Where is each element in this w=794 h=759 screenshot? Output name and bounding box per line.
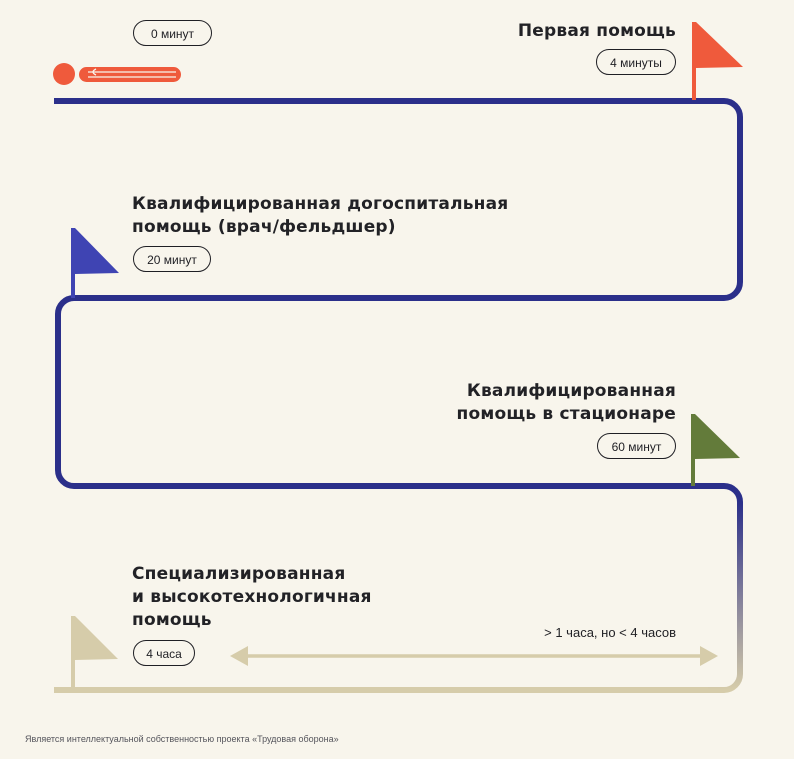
flag-icon-hospital — [691, 414, 740, 486]
route-path-segment-2 — [54, 502, 743, 693]
range-label: > 1 часа, но < 4 часов — [544, 625, 676, 640]
flag-icon-first-aid — [692, 22, 743, 100]
stage-time-hospital: 60 минут — [597, 433, 676, 459]
flag-icon-specialized — [71, 616, 118, 690]
stage-time-first-aid: 4 минуты — [596, 49, 676, 75]
stage-time-prehospital: 20 минут — [133, 246, 211, 272]
route-path-segment-1 — [54, 98, 743, 503]
copyright-footer: Является интеллектуальной собственностью… — [25, 734, 339, 744]
stage-title-specialized: Специализированная и высокотехнологичная… — [132, 564, 372, 630]
stage-title-hospital: Квалифицированная помощь в стационаре — [456, 381, 676, 424]
stage-title-prehospital: Квалифицированная догоспитальная помощь … — [132, 194, 509, 237]
range-arrow — [230, 646, 718, 666]
start-time-badge: 0 минут — [133, 20, 212, 46]
stage-time-specialized: 4 часа — [133, 640, 195, 666]
flag-icon-prehospital — [71, 228, 119, 298]
stage-title-first-aid: Первая помощь — [517, 21, 676, 41]
person-icon — [53, 63, 181, 85]
